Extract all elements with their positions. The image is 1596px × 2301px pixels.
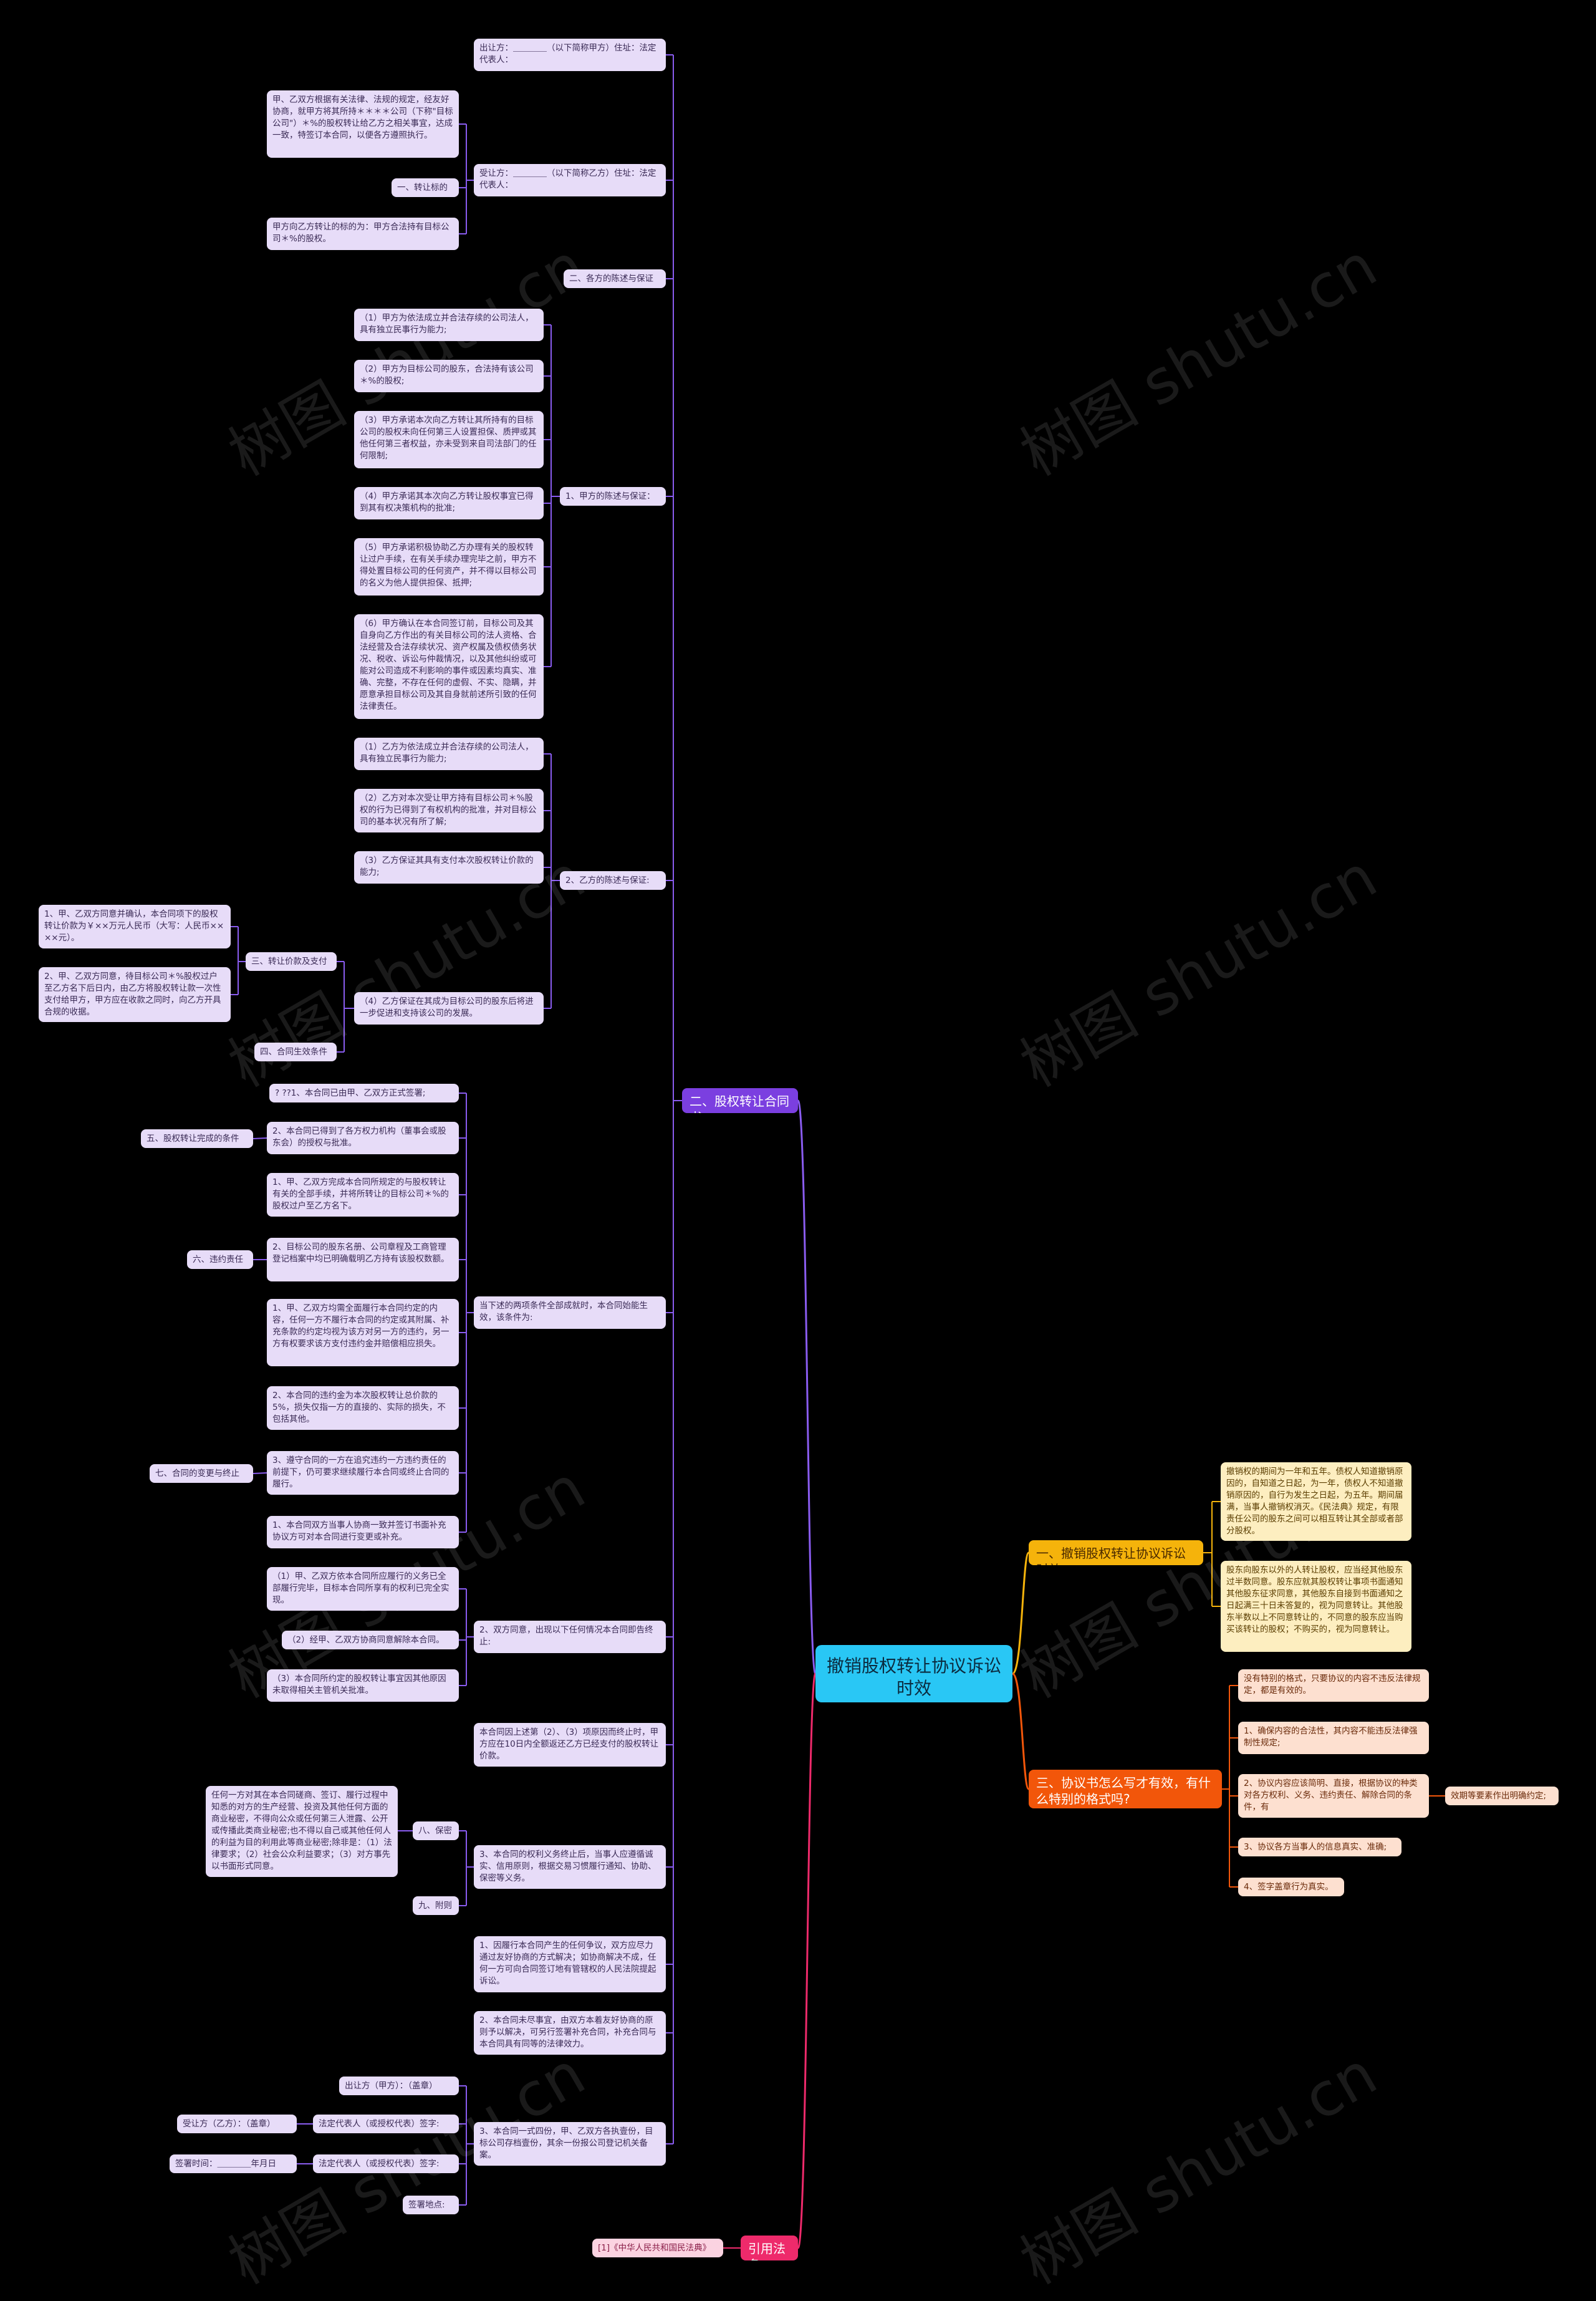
node-effective-2[interactable]: 2、本合同已得到了各方权力机构（董事会或股东会）的授权与批准。	[267, 1122, 459, 1154]
connector	[344, 962, 354, 1052]
node-transfer-object[interactable]: 一、转让标的	[392, 178, 459, 197]
node-copies[interactable]: 3、本合同一式四份，甲、乙双方各执壹份，目标公司存档壹份，其余一份报公司登记机关…	[474, 2122, 666, 2166]
node-a6[interactable]: （6）甲方确认在本合同签订前，目标公司及其自身向乙方作出的有关目标公司的法人资格…	[354, 614, 544, 719]
node-party-information[interactable]: 3、协议各方当事人的信息真实、准确;	[1238, 1838, 1401, 1856]
node-completion-conditions[interactable]: 五、股权转让完成的条件	[141, 1129, 253, 1148]
branch-legal-reference[interactable]: 引用法条	[741, 2236, 798, 2260]
node-confidentiality[interactable]: 八、保密	[413, 1821, 459, 1840]
node-effective-intro[interactable]: 当下述的两项条件全部成就时，本合同始能生效，该条件为:	[474, 1296, 666, 1329]
node-liability-2[interactable]: 2、本合同的违约金为本次股权转让总价款的5%，损失仅指一方的直接的、实际的损失，…	[267, 1386, 459, 1430]
connector	[466, 1589, 474, 1686]
connector	[297, 2123, 313, 2164]
node-a4[interactable]: （4）甲方承诺其本次向乙方转让股权事宜已得到其有权决策机构的批准;	[354, 487, 544, 519]
node-b1[interactable]: （1）乙方为依法成立并合法存续的公司法人，具有独立民事行为能力;	[354, 738, 544, 770]
connector	[252, 1137, 267, 1474]
connector	[797, 1672, 817, 2249]
branch-contract[interactable]: 二、股权转让合同书	[682, 1088, 798, 1113]
node-supplementary[interactable]: 九、附则	[413, 1896, 459, 1915]
node-b4[interactable]: （4）乙方保证在其成为目标公司的股东后将进一步促进和支持该公司的发展。	[354, 992, 544, 1025]
node-legality[interactable]: 1、确保内容的合法性，其内容不能违反法律强制性规定;	[1238, 1722, 1429, 1754]
node-amendment[interactable]: 1、本合同双方当事人协商一致并签订书面补充协议方可对本合同进行变更或补充。	[267, 1516, 459, 1548]
node-liability[interactable]: 六、违约责任	[187, 1250, 253, 1269]
node-refund[interactable]: 本合同因上述第（2）、（3）项原因而终止时，甲方应在10日内全额返还乙方已经支付…	[474, 1723, 666, 1767]
node-price[interactable]: 1、甲、乙双方同意并确认，本合同项下的股权转让价款为￥××万元人民币（大写：人民…	[39, 905, 231, 948]
node-liability-3[interactable]: 3、遵守合同的一方在追究违约一方违约责任的前提下，仍可要求继续履行本合同或终止合…	[267, 1451, 459, 1495]
connector	[1203, 1502, 1213, 1606]
node-termination-1[interactable]: （1）甲、乙双方依本合同所应履行的义务已全部履行完毕，目标本合同所享有的权利已完…	[267, 1567, 459, 1611]
node-sign-date[interactable]: 签署时间：＿＿＿＿年月日	[170, 2154, 297, 2173]
node-effective-1[interactable]: ? ??1、本合同已由甲、乙双方正式签署;	[269, 1084, 459, 1102]
node-a1[interactable]: （1）甲方为依法成立并合法存续的公司法人，具有独立民事行为能力;	[354, 309, 544, 341]
connector	[1011, 1551, 1030, 1675]
connector	[466, 124, 474, 234]
node-termination[interactable]: 2、双方同意，出现以下任何情况本合同即告终止:	[474, 1621, 666, 1653]
connector	[466, 2086, 474, 2205]
connector	[797, 1099, 817, 1675]
node-a2[interactable]: （2）甲方为目标公司的股东，合法持有该公司＊%的股权;	[354, 360, 544, 392]
node-transfer-consent[interactable]: 股东向股东以外的人转让股权，应当经其他股东过半数同意。股东应就其股权转让事项书面…	[1221, 1561, 1411, 1652]
node-revocation-period[interactable]: 撤销权的期间为一年和五年。债权人知道撤销原因的，自知道之日起，为一年，债权人不知…	[1221, 1462, 1411, 1541]
node-a3[interactable]: （3）甲方承诺本次向乙方转让其所持有的目标公司的股权未向任何第三人设置担保、质押…	[354, 411, 544, 468]
node-confidentiality-detail[interactable]: 任何一方对其在本合同磋商、签订、履行过程中知悉的对方的生产经营、投资及其他任何方…	[206, 1786, 398, 1877]
node-effective-conditions[interactable]: 四、合同生效条件	[254, 1043, 337, 1061]
node-termination-2[interactable]: （2）经甲、乙双方协商同意解除本合同。	[282, 1631, 459, 1649]
node-unresolved-matters[interactable]: 2、本合同未尽事宜，由双方本着友好协商的原则予以解决，可另行签署补充合同，补充合…	[474, 2011, 666, 2055]
node-sign-transferor[interactable]: 出让方（甲方）：（盖章）	[339, 2077, 459, 2095]
node-b3[interactable]: （3）乙方保证其具有支付本次股权转让价款的能力;	[354, 851, 544, 884]
node-b2[interactable]: （2）乙方对本次受让甲方持有目标公司＊%股权的行为已得到了有权机构的批准，并对目…	[354, 789, 544, 832]
node-completion-1[interactable]: 1、甲、乙双方完成本合同所规定的与股权转让有关的全部手续，并将所转让的目标公司＊…	[267, 1173, 459, 1217]
node-liability-1[interactable]: 1、甲、乙双方均需全面履行本合同约定的内容，任何一方不履行本合同的约定或其附属、…	[267, 1299, 459, 1366]
node-sign-place[interactable]: 签署地点:	[403, 2196, 459, 2214]
node-transferee[interactable]: 受让方：＿＿＿＿（以下简称乙方）住址：法定代表人：	[474, 164, 666, 196]
center-topic[interactable]: 撤销股权转让协议诉讼时效	[815, 1645, 1012, 1702]
node-party-b-representations[interactable]: 2、乙方的陈述与保证:	[560, 871, 666, 890]
node-signature-authentic[interactable]: 4、签字盖章行为真实。	[1238, 1878, 1344, 1896]
node-termination-3[interactable]: （3）本合同所约定的股权转让事宜因其他原因未取得相关主管机关批准。	[267, 1669, 459, 1702]
node-no-special-format[interactable]: 没有特别的格式，只要协议的内容不违反法律规定，都是有效的。	[1238, 1669, 1429, 1702]
node-sign-rep-2[interactable]: 法定代表人（或授权代表）签字:	[313, 2154, 459, 2173]
node-transferor[interactable]: 出让方：＿＿＿＿（以下简称甲方）住址：法定代表人：	[474, 39, 666, 71]
node-party-a-representations[interactable]: 1、甲方的陈述与保证：	[560, 487, 666, 506]
node-preamble[interactable]: 甲、乙双方根据有关法律、法规的规定，经友好协商，就甲方将其所持＊＊＊＊公司（下称…	[267, 90, 459, 158]
connector	[550, 325, 560, 667]
node-sign-transferee[interactable]: 受让方（乙方）：（盖章）	[177, 2115, 297, 2133]
connector	[466, 1831, 474, 1906]
node-civil-code[interactable]: [1]《中华人民共和国民法典》	[592, 2239, 723, 2257]
connector	[466, 1093, 474, 1532]
connector	[1011, 1672, 1030, 1790]
node-concise-content[interactable]: 2、协议内容应该简明、直接，根据协议的种类对各方权利、义务、违约责任、解除合同的…	[1238, 1774, 1429, 1818]
connector	[550, 754, 560, 1008]
node-amendment-termination[interactable]: 七、合同的变更与终止	[150, 1464, 253, 1483]
node-a5[interactable]: （5）甲方承诺积极协助乙方办理有关的股权转让过户手续，在有关手续办理完毕之前，甲…	[354, 538, 544, 596]
node-transfer-object-detail[interactable]: 甲方向乙方转让的标的为：甲方合法持有目标公司＊%的股权。	[267, 218, 459, 250]
node-payment[interactable]: 2、甲、乙双方同意，待目标公司＊%股权过户至乙方名下后日内，由乙方将股权转让款一…	[39, 967, 231, 1022]
node-completion-2[interactable]: 2、目标公司的股东名册、公司章程及工商管理登记档案中均已明确载明乙方持有该股权数…	[267, 1238, 459, 1281]
branch-statute-of-limitations[interactable]: 一、撤销股权转让协议诉讼时效	[1029, 1540, 1203, 1565]
node-dispute[interactable]: 1、因履行本合同产生的任何争议，双方应尽力通过友好协商的方式解决；如协商解决不成…	[474, 1936, 666, 1992]
connector	[238, 927, 246, 995]
node-price-payment[interactable]: 三、转让价款及支付	[246, 952, 337, 971]
connector	[1222, 1686, 1230, 1887]
node-post-obligations[interactable]: 3、本合同的权利义务终止后，当事人应遵循诚实、信用原则，根据交易习惯履行通知、协…	[474, 1845, 666, 1889]
node-validity-elements[interactable]: 效期等要素作出明确约定;	[1445, 1787, 1559, 1805]
node-representations[interactable]: 二、各方的陈述与保证	[564, 269, 666, 288]
node-sign-rep-1[interactable]: 法定代表人（或授权代表）签字:	[313, 2115, 459, 2133]
branch-agreement-format[interactable]: 三、协议书怎么写才有效，有什么特别的格式吗?	[1029, 1770, 1222, 1808]
